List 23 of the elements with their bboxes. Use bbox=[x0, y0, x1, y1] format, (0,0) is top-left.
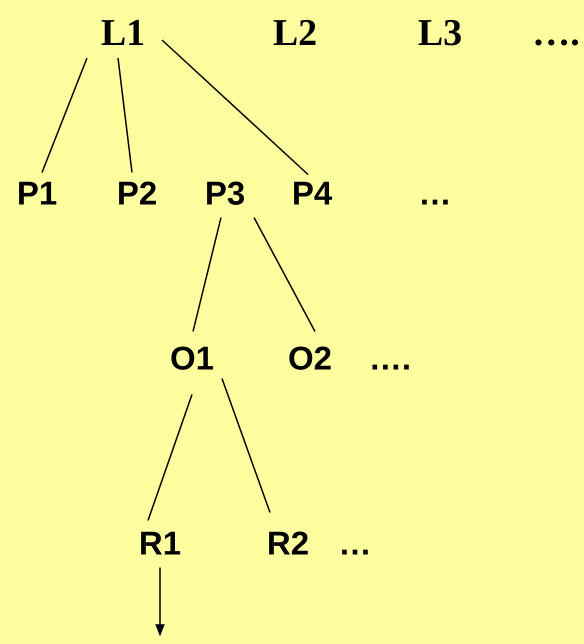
node-label: P3 bbox=[204, 176, 246, 210]
sibling-label: … bbox=[418, 176, 452, 210]
sibling-label: L2 bbox=[272, 14, 318, 52]
connector-line bbox=[162, 39, 308, 176]
sibling-label: L3 bbox=[418, 14, 462, 52]
connector-line bbox=[253, 217, 316, 332]
connector-line bbox=[192, 217, 222, 332]
sibling-label: … bbox=[338, 526, 372, 560]
connector-line bbox=[147, 394, 193, 521]
connector-line bbox=[117, 58, 133, 173]
node-label: R1 bbox=[138, 526, 182, 560]
node-label: O1 bbox=[170, 342, 214, 374]
node-label: P1 bbox=[16, 176, 58, 210]
connector-line bbox=[41, 58, 88, 173]
node-label: P4 bbox=[292, 176, 332, 210]
node-label: O2 bbox=[288, 342, 332, 374]
node-label: R2 bbox=[266, 526, 310, 560]
sibling-label: …. bbox=[368, 342, 412, 374]
sibling-label: …. bbox=[532, 14, 580, 52]
node-label: L1 bbox=[100, 14, 146, 52]
connector-line bbox=[221, 378, 271, 513]
arrow bbox=[155, 568, 165, 636]
node-label: P2 bbox=[116, 176, 158, 210]
